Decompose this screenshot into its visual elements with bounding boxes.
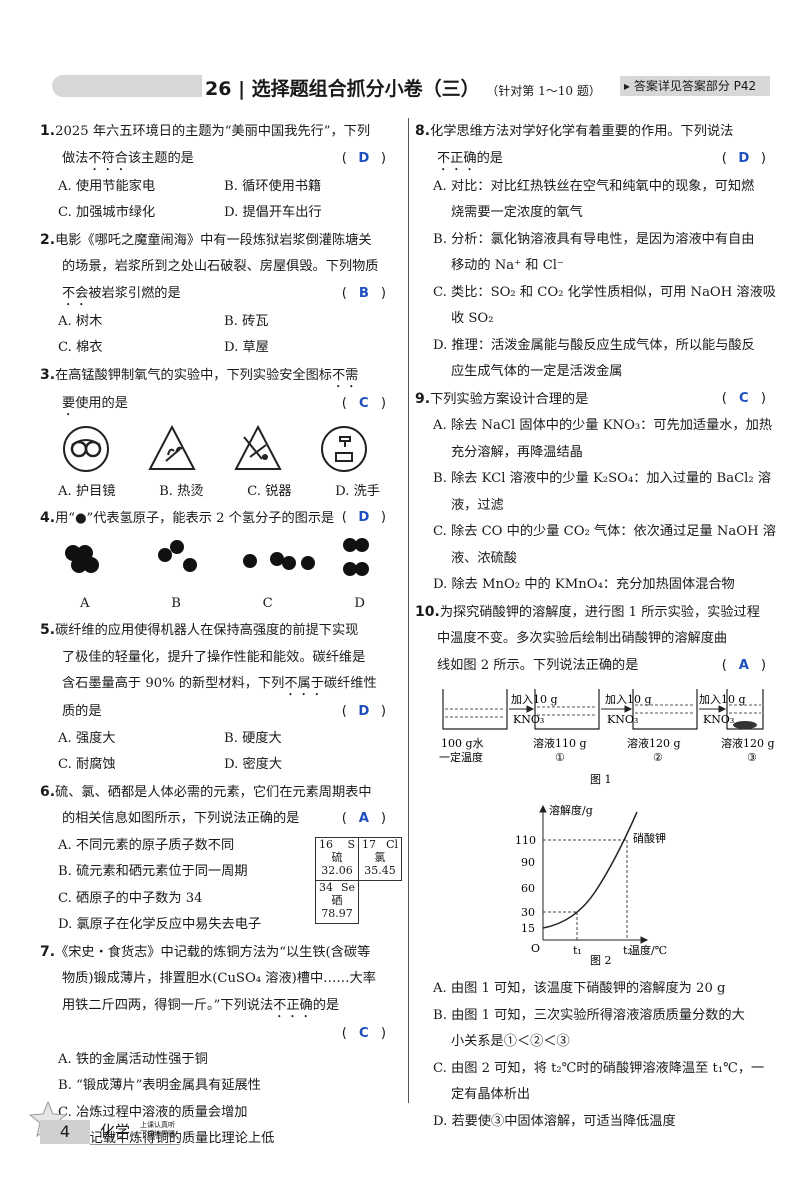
fig1-caption: 图 1 xyxy=(590,773,612,786)
figure-1-beakers: 加入10 g KNO₃ 加入10 g KNO₃ 加入10 g KNO₃ 100 … xyxy=(439,689,775,786)
question-7: 7.《宋史・食货志》中记载的炼铜方法为“以生铁(含碳等 物质)锻成薄片，排置胆水… xyxy=(40,943,386,1147)
solubility-curve xyxy=(542,811,638,929)
answer-bracket: (C) xyxy=(721,390,766,406)
fig1-reagent-3: KNO₃ xyxy=(703,713,734,726)
question-2: 2.电影《哪吒之魔童闹海》中有一段炼狱岩浆倒灌陈塘关 的场景，岩浆所到之处山石破… xyxy=(40,227,390,362)
svg-text:溶液110 g: 溶液110 g xyxy=(533,736,587,750)
question-8: 8.化学思维方法对学好化学有着重要的作用。下列说法 不正确的是 (D) A. 对… xyxy=(415,123,776,379)
figure-2-solubility-curve: 溶解度/g 温度/℃ O 110 90 60 30 15 硝酸钾 t₁ t₂ 图… xyxy=(515,803,667,967)
question-5: 5.碳纤维的应用使得机器人在保持高强度的前提下实现 了极佳的轻量化，提升了操作性… xyxy=(40,622,386,772)
option-b: B. 砖瓦 xyxy=(224,313,269,329)
option-c: C. 棉衣 xyxy=(58,340,103,355)
svg-text:①: ① xyxy=(555,751,565,764)
question-3: 3.在高锰酸钾制氧气的实验中，下列实验安全图标不需 要使用的是 (C) A. 护… xyxy=(40,362,390,506)
option-c: C. 加强城市绿化 xyxy=(58,205,156,220)
sharp-object-icon xyxy=(234,424,282,470)
safety-icons xyxy=(40,419,390,479)
answer-bracket: (C) xyxy=(341,395,386,411)
goggles-icon xyxy=(63,425,109,472)
answer-bracket: (D) xyxy=(721,150,766,166)
svg-text:②: ② xyxy=(653,751,663,764)
page-title: 26 | 选择题组合抓分小卷（三） （针对第 1～10 题） xyxy=(205,78,601,100)
answer-reference: ▸ 答案详见答案部分 P42 xyxy=(620,76,770,96)
fig2-caption: 图 2 xyxy=(590,954,612,967)
header-bar xyxy=(52,75,202,97)
svg-text:15: 15 xyxy=(521,922,535,935)
option-d: D. 提倡开车出行 xyxy=(224,205,322,220)
fig2-origin: O xyxy=(531,942,540,955)
svg-text:③: ③ xyxy=(747,751,757,764)
answer-bracket: (D) xyxy=(341,150,386,166)
fig1-add-label-2: 加入10 g xyxy=(605,693,652,706)
option-b: B. 循环使用书籍 xyxy=(224,178,322,194)
unit-title: 选择题组合抓分小卷（三） xyxy=(251,78,480,100)
svg-text:一定温度: 一定温度 xyxy=(439,750,483,764)
question-1: 1.2025 年六五环境日的主题为“美丽中国我先行”，下列 做法不符合该主题的是… xyxy=(40,118,390,227)
option-a: A. 使用节能家电 xyxy=(58,178,156,194)
svg-text:30: 30 xyxy=(521,906,535,919)
option-a: A. 树木 xyxy=(58,313,103,329)
unit-number: 26 xyxy=(205,78,232,100)
fig2-series-label: 硝酸钾 xyxy=(633,831,666,845)
answer-bracket: (D) xyxy=(341,510,386,525)
fig1-reagent-2: KNO₃ xyxy=(607,713,638,726)
question-10: 10.为探究硝酸钾的溶解度，进行图 1 所示实验，实验过程 中温度不变。多次实验… xyxy=(415,603,775,1129)
question-9: 9.下列实验方案设计合理的是 (C) A. 除去 NaCl 固体中的少量 KNO… xyxy=(415,386,776,599)
fig2-xlabel: 温度/℃ xyxy=(629,943,667,957)
svg-text:溶液120 g: 溶液120 g xyxy=(627,736,681,750)
option-d: D. 草屋 xyxy=(224,340,269,355)
hand-wash-icon xyxy=(321,425,367,472)
svg-text:100 g水: 100 g水 xyxy=(441,737,484,750)
answer-bracket: (B) xyxy=(341,285,386,301)
footer-tagline: 上课认真听下课练天赋 xyxy=(140,1121,175,1138)
svg-text:t₂: t₂ xyxy=(623,944,632,957)
fig2-ylabel: 溶解度/g xyxy=(549,803,593,817)
answer-bracket: (A) xyxy=(341,811,386,826)
unit-scope: （针对第 1～10 题） xyxy=(486,84,601,98)
question-6: 6.硫、氯、硒都是人体必需的元素，它们在元素周期表中 的相关信息如图所示，下列说… xyxy=(40,779,402,939)
fig1-reagent-1: KNO₃ xyxy=(513,713,544,726)
right-column: 8.化学思维方法对学好化学有着重要的作用。下列说法 不正确的是 (D) A. 对… xyxy=(415,118,776,1135)
column-divider xyxy=(408,118,409,1103)
answer-bracket: (C) xyxy=(341,1025,386,1041)
svg-text:110: 110 xyxy=(515,834,536,847)
footer-subject: 化学 xyxy=(100,1122,131,1140)
fig1-add-label-3: 加入10 g xyxy=(699,693,746,706)
svg-text:90: 90 xyxy=(521,856,535,869)
hydrogen-molecule-diagrams xyxy=(65,537,369,576)
answer-bracket: (D) xyxy=(341,704,386,719)
left-column: 1.2025 年六五环境日的主题为“美丽中国我先行”，下列 做法不符合该主题的是… xyxy=(40,118,402,1153)
page-number: 4 xyxy=(40,1120,90,1144)
footer-rule xyxy=(90,1144,180,1145)
svg-text:t₁: t₁ xyxy=(573,944,582,957)
svg-text:溶液120 g: 溶液120 g xyxy=(721,736,775,750)
answer-bracket: (A) xyxy=(721,657,766,673)
hot-surface-icon xyxy=(148,424,196,470)
fig1-add-label-1: 加入10 g xyxy=(511,693,558,706)
svg-text:60: 60 xyxy=(521,882,535,895)
